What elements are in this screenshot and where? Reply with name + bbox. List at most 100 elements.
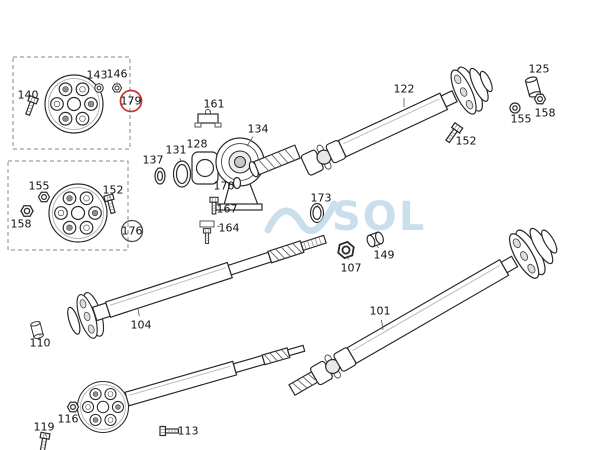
part-label-152: 152	[103, 184, 124, 199]
highlight-circle-179	[119, 89, 143, 113]
bearing-131	[172, 160, 192, 188]
propshaft-113	[76, 344, 306, 434]
part-number: 107	[341, 262, 362, 275]
nut-107	[334, 239, 358, 261]
bolt-113	[159, 425, 180, 437]
watermark: SOL	[264, 194, 426, 240]
part-label-179: 179	[119, 89, 143, 113]
leader-line	[376, 245, 379, 249]
flex-disc-kit-box-1	[12, 56, 131, 150]
part-number: 131	[166, 144, 187, 157]
nut-146	[111, 83, 123, 93]
leader-line	[179, 158, 182, 162]
nut-116	[66, 401, 80, 413]
part-label-140: 140	[18, 89, 39, 104]
flex-disc-bottom	[48, 183, 108, 243]
center-bearing-cluster	[154, 109, 301, 244]
part-label-128: 128	[187, 138, 208, 153]
part-label-176: 176	[120, 219, 144, 243]
part-number: 158	[11, 218, 32, 231]
part-label-143: 143	[87, 69, 108, 84]
washer-137	[154, 167, 166, 185]
part-label-149: 149	[374, 245, 395, 262]
part-number: 176	[122, 225, 143, 238]
part-label-131: 131	[166, 144, 187, 162]
part-label-158: 158	[535, 103, 556, 120]
nut-158-right	[533, 93, 547, 105]
leader-line	[216, 225, 221, 227]
part-label-164: 164	[216, 222, 240, 235]
leader-line	[137, 308, 140, 317]
part-number: 128	[187, 138, 208, 151]
part-label-137: 137	[143, 154, 164, 169]
part-number: 143	[87, 69, 108, 82]
flex-disc-top	[44, 74, 104, 134]
watermark-text: SOL	[332, 194, 426, 240]
dashed-box-2	[7, 160, 129, 251]
washer-170	[232, 176, 242, 190]
part-number: 134	[248, 123, 269, 136]
leader-line	[108, 195, 111, 199]
splined-stub-shaft	[248, 144, 301, 178]
part-number: 116	[58, 413, 79, 426]
part-number: 167	[217, 203, 238, 216]
part-label-152: 152	[456, 132, 477, 148]
part-number: 122	[394, 83, 415, 96]
part-label-119: 119	[34, 421, 55, 436]
bolt-119	[37, 431, 51, 450]
part-label-161: 161	[204, 98, 225, 113]
part-number: 173	[311, 192, 332, 205]
watermark-swoosh	[264, 200, 338, 235]
part-number: 170	[214, 180, 235, 193]
part-number: 137	[143, 154, 164, 167]
bracket-164	[199, 220, 215, 244]
part-label-110: 110	[30, 334, 51, 350]
nut-155	[37, 191, 51, 203]
washer-155-right	[509, 102, 521, 114]
part-label-134: 134	[246, 123, 269, 147]
part-label-146: 146	[107, 68, 128, 83]
part-label-125: 125	[529, 63, 550, 79]
propshaft-101	[288, 225, 558, 397]
part-number: 140	[18, 89, 39, 102]
part-number: 152	[103, 184, 124, 197]
part-number: 119	[34, 421, 55, 434]
part-number: 104	[131, 319, 152, 332]
flex-disc-kit-box-2	[7, 160, 129, 251]
part-number: 101	[370, 305, 391, 318]
part-label-167: 167	[217, 203, 238, 216]
leader-line	[43, 191, 46, 194]
part-label-170: 170	[214, 180, 235, 193]
nut-158	[20, 205, 34, 217]
part-label-107: 107	[341, 257, 362, 275]
propshaft-122	[300, 63, 493, 176]
leader-line	[33, 101, 35, 104]
propshaft-104	[67, 234, 327, 342]
part-number: 125	[529, 63, 550, 76]
part-number: 113	[178, 425, 199, 438]
part-number: 155	[511, 113, 532, 126]
leader-line	[459, 132, 461, 135]
dashed-box-1	[12, 56, 131, 150]
callout-circle-176	[120, 219, 144, 243]
part-number: 152	[456, 135, 477, 148]
cap-149	[366, 231, 384, 248]
part-label-155: 155	[511, 110, 532, 126]
ring-173	[309, 202, 325, 224]
part-number: 149	[374, 249, 395, 262]
part-number: 158	[535, 107, 556, 120]
part-label-113: 113	[177, 425, 199, 438]
part-label-173: 173	[311, 192, 332, 207]
leader-line	[317, 204, 319, 207]
rubber-mount-128	[191, 151, 219, 185]
part-number: 161	[204, 98, 225, 111]
part-label-158: 158	[11, 216, 32, 231]
part-label-155: 155	[29, 180, 50, 194]
part-number: 179	[121, 95, 142, 108]
part-label-101: 101	[370, 305, 391, 331]
leader-line	[381, 319, 384, 331]
leader-line	[202, 150, 204, 153]
